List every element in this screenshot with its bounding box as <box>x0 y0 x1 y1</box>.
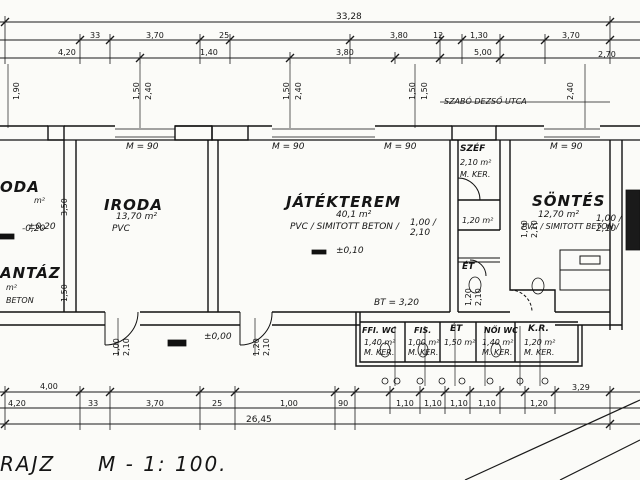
dimension-label: 4,00 <box>40 382 58 391</box>
room-area-iroda: 13,70 m² <box>116 212 158 222</box>
room-floor-szef: M. KER. <box>460 170 491 179</box>
dimension-label: 1,00 <box>280 399 298 408</box>
room-floor-kr: M. KER. <box>524 348 555 357</box>
dimension-label: 3,50 <box>60 198 69 216</box>
dimension-label: 1,30 <box>470 31 488 40</box>
room-floor-sontes: PVC / SIMITOTT BETON / <box>522 222 619 231</box>
dimension-label: 33 <box>88 399 99 408</box>
dimension-label: 2,10 <box>474 288 483 306</box>
dimension-label: 1,20 <box>464 288 473 306</box>
dimension-label: 5,00 <box>474 48 492 57</box>
room-name-szef: SZÉF <box>460 144 486 154</box>
window-label-jatekterem: M = 90 <box>272 142 305 152</box>
dimension-label: 1,50 <box>408 82 417 100</box>
dimension-label: 3,70 <box>146 399 164 408</box>
drawing-title-fragment: RAJZ <box>0 452 56 476</box>
window-label-sontes: M = 90 <box>550 142 583 152</box>
dimension-label: 1,50 <box>282 82 291 100</box>
dimension-label: 1,10 <box>450 399 468 408</box>
dimension-label: 2,40 <box>566 82 575 100</box>
dimension-label: 1,10 <box>424 399 442 408</box>
overall-dimension-bottom: 26,45 <box>246 415 272 425</box>
dimension-label: 1,00 <box>520 220 529 238</box>
dimension-label: 2,10 <box>122 338 131 356</box>
room-area-left-partial: m² <box>34 196 45 205</box>
dimension-label: 33 <box>90 31 101 40</box>
room-floor-ffi-wc: M. KER. <box>364 348 395 357</box>
room-name-fis: FIS. <box>414 326 432 335</box>
dimension-label: 1,20 <box>530 399 548 408</box>
room-dims-sontes: 1,00 / 2,10 <box>596 214 622 234</box>
dimension-label: 1,40 <box>200 48 218 57</box>
room-area-jatekterem: 40,1 m² <box>336 210 372 220</box>
dimension-label: 3,29 <box>572 383 590 392</box>
room-area-kr: 1,20 m² <box>524 338 556 347</box>
room-name-noi-wc: NŐI WC <box>484 326 518 335</box>
room-name-left-lower: ANTÁZ <box>0 264 61 282</box>
room-dims-jatekterem: 1,00 / 2,10 <box>410 218 436 238</box>
dimension-label: 1,50 <box>420 82 429 100</box>
dimension-label: 25 <box>212 399 223 408</box>
overall-dimension-top: 33,28 <box>336 12 362 22</box>
level-mark-left: -0,20 <box>22 224 46 234</box>
room-area-fis: 1,00 m² <box>408 338 440 347</box>
level-mark-jatekterem: ±0,10 <box>336 246 364 256</box>
room-name-et-mid: ÉT <box>462 262 475 272</box>
room-name-ffi-wc: FFI. WC <box>362 326 397 335</box>
bottom-note-jatekterem: BT = 3,20 <box>374 298 419 308</box>
dimension-label: 4,20 <box>58 48 76 57</box>
dimension-label: 3,80 <box>336 48 354 57</box>
dimension-label: 2,10 <box>530 220 539 238</box>
dimension-label: 2,10 <box>262 338 271 356</box>
room-area-sontes: 12,70 m² <box>538 210 580 220</box>
dimension-label: 3,70 <box>562 31 580 40</box>
room-area-et-small: 1,50 m² <box>444 338 476 347</box>
room-area-szef: 2,10 m² <box>460 158 492 167</box>
room-name-jatekterem: JÁTÉKTEREM <box>286 193 402 211</box>
room-floor-jatekterem: PVC / SIMITOTT BETON / <box>290 222 399 232</box>
dimension-label: 1,10 <box>478 399 496 408</box>
room-area-ffi-wc: 1,40 m² <box>364 338 396 347</box>
dimension-label: 1,50 <box>60 284 69 302</box>
room-area-noi-wc: 1,40 m² <box>482 338 514 347</box>
room-floor-noi-wc: M. KER. <box>482 348 513 357</box>
level-mark-door: ±0,00 <box>204 332 232 342</box>
room-name-left-partial: ODA <box>0 178 40 196</box>
dimension-label: 1,50 <box>132 82 141 100</box>
dimension-label: 1,10 <box>396 399 414 408</box>
room-floor-iroda: PVC <box>112 224 130 234</box>
dimension-label: 2,40 <box>144 82 153 100</box>
street-note: SZABÓ DEZSŐ UTCA <box>444 97 527 106</box>
dimension-label: 4,20 <box>8 399 26 408</box>
room-area-et-mid: 1,20 m² <box>462 216 494 225</box>
dimension-label: 3,70 <box>146 31 164 40</box>
dimension-label: 1,90 <box>12 82 21 100</box>
dimension-label: 2,40 <box>294 82 303 100</box>
window-label-jatekterem-2: M = 90 <box>384 142 417 152</box>
dimension-label: 12 <box>433 31 444 40</box>
room-name-kr: K.R. <box>528 324 549 334</box>
window-label-iroda: M = 90 <box>126 142 159 152</box>
level-mark-left-room: ±0,20 <box>28 222 56 232</box>
room-name-iroda: IRODA <box>104 196 163 214</box>
room-floor-fis: M. KER. <box>408 348 439 357</box>
dimension-label: 3,80 <box>390 31 408 40</box>
room-area-left-lower: m² <box>6 283 17 292</box>
dimension-label: 1,20 <box>252 338 261 356</box>
dimension-label: 2,70 <box>598 50 616 59</box>
dimension-label: 1,00 <box>112 338 121 356</box>
dimension-label: 25 <box>219 31 230 40</box>
room-floor-left-lower: BETON <box>6 296 34 305</box>
dimension-label: 90 <box>338 399 349 408</box>
drawing-scale: M - 1: 100. <box>98 452 228 476</box>
room-name-sontes: SÖNTÉS <box>532 192 606 210</box>
room-name-et-small: ÉT <box>450 324 463 334</box>
